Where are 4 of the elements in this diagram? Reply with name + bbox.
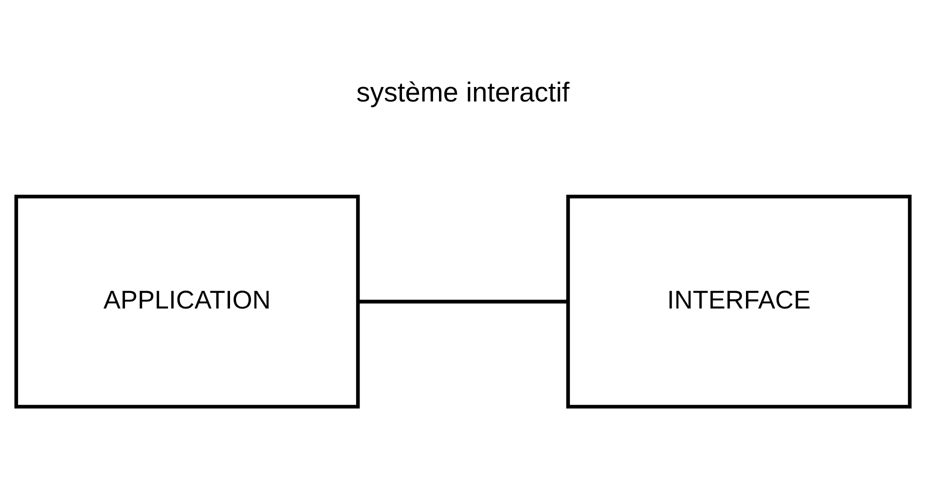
label: système interactif (356, 76, 570, 108)
connector (358, 300, 568, 304)
node-box: APPLICATION (14, 194, 360, 409)
node-box: INTERFACE (566, 194, 912, 409)
